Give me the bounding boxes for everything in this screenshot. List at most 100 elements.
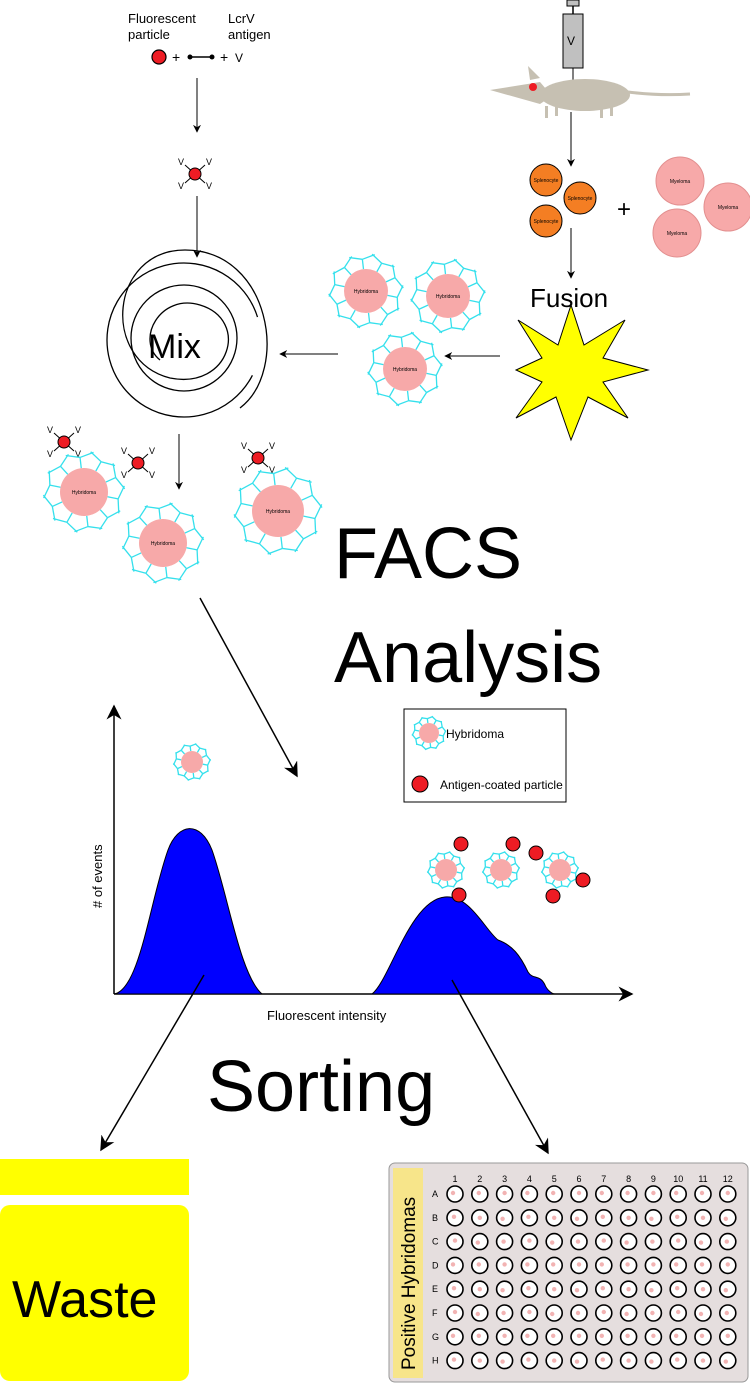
hybridoma-label: Hybridoma [393, 367, 417, 373]
plate-well [495, 1328, 514, 1346]
svg-text:V: V [149, 470, 155, 480]
plus-sign-2: + [220, 49, 228, 65]
plate-well [520, 1351, 539, 1370]
syringe-label: V [567, 34, 575, 48]
plate-well [718, 1280, 737, 1298]
plate-well [594, 1209, 613, 1227]
plate-row-label: C [432, 1237, 439, 1247]
svg-text:V: V [121, 446, 127, 456]
plate-well [495, 1232, 514, 1251]
arrow-to-plate [451, 979, 549, 1155]
plate-column-label: 7 [601, 1174, 606, 1184]
plate-well [619, 1256, 638, 1275]
plate-well [594, 1351, 613, 1370]
plate-well [669, 1328, 688, 1346]
plate-well [594, 1280, 613, 1298]
svg-text:Myeloma: Myeloma [718, 205, 739, 211]
plate-well [644, 1185, 663, 1203]
plate-well [619, 1185, 638, 1203]
svg-text:V: V [178, 157, 184, 167]
plate-well [545, 1280, 564, 1298]
waste-container: Waste [0, 1159, 189, 1381]
plus-sign-cells: + [617, 196, 631, 223]
legend-particle-label: Antigen-coated particle [440, 778, 563, 792]
plus-sign-1: + [172, 49, 180, 65]
antigen-particle-icon [545, 888, 561, 904]
plate-column-label: 8 [626, 1174, 631, 1184]
plate-row-label: G [432, 1332, 439, 1342]
splenocyte-icon: Splenocyte [563, 181, 597, 215]
plate-well [718, 1304, 737, 1322]
histogram-peak-low [113, 828, 264, 995]
svg-text:V: V [121, 470, 127, 480]
hybridoma-icon: Hybridoma [233, 466, 323, 556]
svg-text:V: V [269, 441, 275, 451]
hybridoma-icon [411, 715, 447, 751]
svg-text:Splenocyte: Splenocyte [534, 178, 559, 184]
plate-well [694, 1256, 712, 1275]
plate-well [470, 1209, 489, 1227]
hybridoma-icon: Hybridoma [367, 331, 443, 407]
plate-well [446, 1351, 464, 1370]
plate-row-label: D [432, 1260, 439, 1270]
plate-well [570, 1351, 588, 1370]
plate-well [669, 1232, 688, 1251]
plate-row-label: B [432, 1213, 438, 1223]
plate-well [694, 1209, 712, 1227]
plate-well [495, 1185, 514, 1203]
antigen-particle-icon [575, 872, 591, 888]
plate-well [470, 1304, 489, 1322]
plate-well [594, 1256, 613, 1275]
plate-well [594, 1304, 613, 1322]
plate-well [446, 1328, 464, 1346]
histogram-peak-high [370, 896, 556, 995]
hybridoma-label: Hybridoma [436, 294, 460, 300]
splenocytes-group: Splenocyte Splenocyte Splenocyte [529, 163, 597, 238]
plate-well [495, 1304, 514, 1322]
legend-hybridoma-icon [411, 715, 447, 751]
hybridoma-icon [172, 743, 212, 781]
plate-well [669, 1351, 688, 1370]
plate-well [644, 1256, 663, 1275]
plate-well [520, 1256, 539, 1275]
y-axis-label: # of events [90, 844, 105, 908]
plate-column-label: 10 [673, 1174, 683, 1184]
plate-well [644, 1328, 663, 1346]
antigen-v-glyph: V [235, 51, 243, 65]
plate-well [669, 1304, 688, 1322]
plate-row-label: H [432, 1356, 439, 1366]
plate-well [495, 1209, 514, 1227]
coated-particle-icon: V V V V [121, 446, 155, 480]
arrow-to-histogram [199, 597, 298, 778]
plate-row-label: E [432, 1284, 438, 1294]
plate-well [470, 1256, 489, 1275]
svg-text:Splenocyte: Splenocyte [534, 219, 559, 225]
plate-column-label: 12 [723, 1174, 733, 1184]
plate-well [446, 1209, 464, 1227]
plate-well [619, 1351, 638, 1370]
plate-well [718, 1351, 737, 1370]
plate-well [718, 1185, 737, 1203]
svg-text:V: V [47, 425, 53, 435]
plate-column-label: 3 [502, 1174, 507, 1184]
plate-well [694, 1280, 712, 1298]
svg-text:Splenocyte: Splenocyte [568, 196, 593, 202]
plate-well [570, 1209, 588, 1227]
plate-title-band [393, 1168, 423, 1378]
hybridoma-label: Hybridoma [151, 541, 175, 547]
plate-well [545, 1232, 564, 1251]
plate-well [495, 1256, 514, 1275]
antigen-particle-icon [528, 845, 544, 861]
plate-well [619, 1304, 638, 1322]
mix-label: Mix [148, 328, 201, 366]
histogram-cells [172, 743, 591, 904]
myelomas-group: Myeloma Myeloma Myeloma [652, 156, 750, 258]
svg-text:V: V [149, 446, 155, 456]
plate-row-label: F [432, 1308, 438, 1318]
plate-well [520, 1280, 539, 1298]
